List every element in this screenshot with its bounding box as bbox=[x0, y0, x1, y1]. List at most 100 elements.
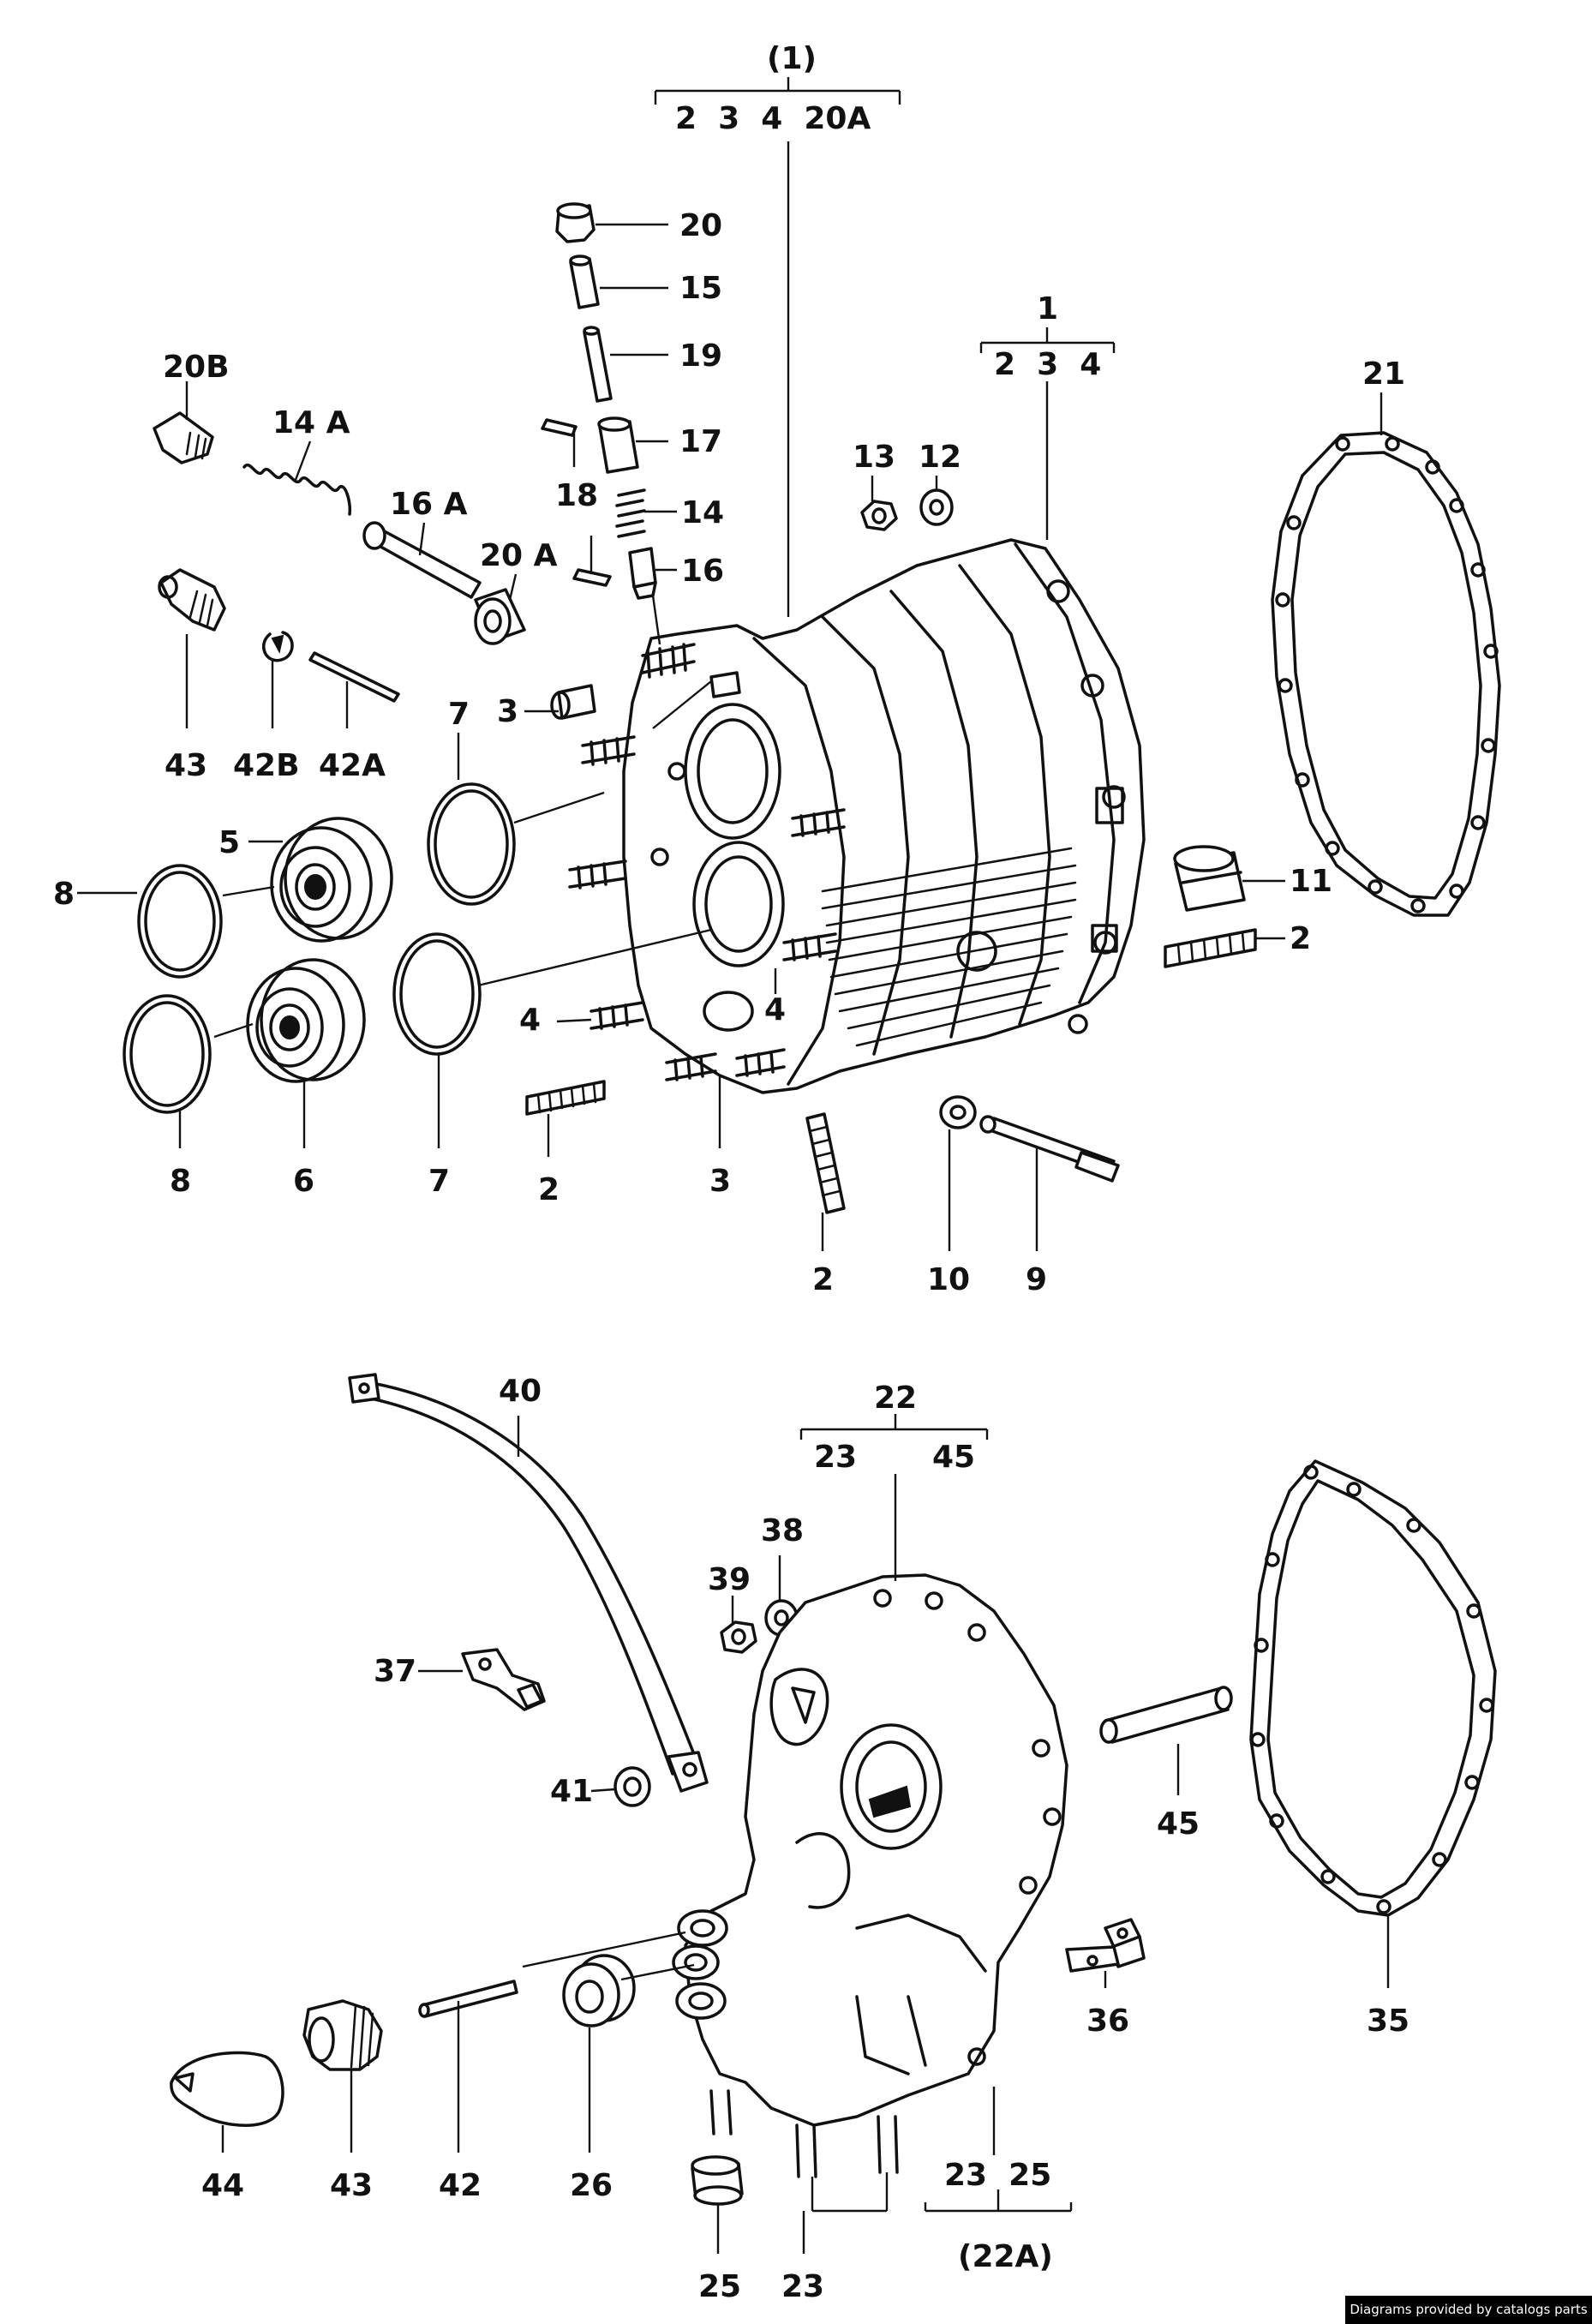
label-part-19: 19 bbox=[679, 338, 722, 374]
case-studs bbox=[568, 643, 846, 1081]
label-part-9: 9 bbox=[1026, 1262, 1047, 1297]
boot-44 bbox=[170, 2051, 284, 2127]
plug-11 bbox=[1173, 845, 1246, 912]
label-part-3-bottom: 3 bbox=[709, 1164, 731, 1199]
label-part-7-top: 7 bbox=[448, 697, 470, 732]
switch-43 bbox=[158, 568, 226, 632]
snap-ring-8 bbox=[123, 864, 223, 1114]
pin-45 bbox=[1099, 1686, 1233, 1744]
rear-housing-22 bbox=[672, 1573, 1068, 2178]
label-part-11: 11 bbox=[1290, 864, 1332, 899]
sleeve-17 bbox=[597, 416, 639, 474]
label-part-20b: 20B bbox=[163, 350, 230, 385]
label-group-22a-items: 23 25 bbox=[944, 2158, 1051, 2193]
label-part-15: 15 bbox=[679, 271, 722, 306]
label-part-4-mid: 4 bbox=[764, 992, 786, 1027]
label-group-22a: (22A) bbox=[958, 2239, 1053, 2274]
label-group-1: 1 bbox=[1037, 291, 1058, 326]
pin-42a bbox=[308, 651, 400, 703]
label-part-8-bottom: 8 bbox=[170, 1164, 191, 1199]
label-part-3-left: 3 bbox=[497, 694, 518, 729]
label-part-45: 45 bbox=[1157, 1806, 1200, 1842]
label-group-22-item-b: 45 bbox=[932, 1440, 975, 1475]
pin-42 bbox=[418, 1980, 518, 2018]
plug-20b bbox=[153, 411, 214, 464]
dowel-sleeve-3 bbox=[550, 671, 741, 720]
label-part-4-left: 4 bbox=[519, 1003, 541, 1038]
label-part-23: 23 bbox=[781, 2269, 824, 2304]
label-part-7-bottom: 7 bbox=[428, 1164, 450, 1199]
spring-14 bbox=[615, 488, 646, 538]
label-part-2-bottom: 2 bbox=[812, 1262, 834, 1297]
label-group-22: 22 bbox=[874, 1381, 917, 1416]
cap-25 bbox=[691, 2155, 744, 2206]
strap-40 bbox=[348, 1373, 709, 1793]
part-labels: (1) 2 3 4 20A 1 2 3 4 20 15 19 17 18 14 … bbox=[53, 41, 1409, 2304]
bearing-6 bbox=[246, 958, 366, 1083]
pin-16a bbox=[362, 521, 482, 599]
label-part-44: 44 bbox=[201, 2168, 244, 2203]
label-part-14: 14 bbox=[681, 495, 724, 530]
label-part-42: 42 bbox=[439, 2168, 482, 2203]
label-part-42b: 42B bbox=[233, 748, 300, 783]
label-part-14a: 14 A bbox=[272, 405, 350, 440]
gasket-21 bbox=[1271, 431, 1501, 917]
plunger-16 bbox=[628, 547, 657, 600]
label-part-5: 5 bbox=[218, 825, 240, 860]
label-part-40: 40 bbox=[499, 1374, 542, 1409]
seal-26 bbox=[562, 1954, 636, 2028]
label-part-17: 17 bbox=[679, 424, 722, 459]
pin-19 bbox=[583, 326, 613, 403]
transmission-case bbox=[622, 538, 1146, 1094]
label-part-39: 39 bbox=[708, 1562, 751, 1597]
label-part-16: 16 bbox=[681, 554, 724, 589]
bearing-5 bbox=[270, 817, 393, 943]
label-part-20a: 20 A bbox=[480, 538, 558, 573]
label-part-43-bottom: 43 bbox=[330, 2168, 373, 2203]
label-part-42a: 42A bbox=[319, 748, 386, 783]
label-part-37: 37 bbox=[374, 1654, 416, 1689]
pin-18 bbox=[541, 418, 612, 587]
label-part-2-left: 2 bbox=[538, 1172, 560, 1207]
leader-lines bbox=[77, 77, 1390, 2254]
label-part-20: 20 bbox=[679, 208, 722, 243]
clip-42b bbox=[262, 631, 294, 662]
pin-15 bbox=[569, 255, 600, 309]
label-part-6: 6 bbox=[293, 1164, 314, 1199]
label-part-10: 10 bbox=[927, 1262, 970, 1297]
label-part-21: 21 bbox=[1362, 356, 1405, 392]
shaft-9 bbox=[979, 1115, 1120, 1183]
label-group-22-item-a: 23 bbox=[814, 1440, 857, 1475]
label-part-41: 41 bbox=[550, 1774, 593, 1809]
label-part-43-top: 43 bbox=[165, 748, 207, 783]
label-part-2-right: 2 bbox=[1290, 921, 1311, 956]
label-part-18: 18 bbox=[555, 478, 598, 513]
label-part-25: 25 bbox=[698, 2269, 741, 2304]
long-stud-2 bbox=[525, 928, 1257, 1214]
gasket-35 bbox=[1249, 1459, 1497, 1917]
cap-20 bbox=[555, 202, 596, 243]
washer-10 bbox=[939, 1095, 977, 1129]
nut-39 bbox=[720, 1620, 757, 1654]
label-part-26: 26 bbox=[570, 2168, 613, 2203]
label-part-13: 13 bbox=[853, 440, 895, 475]
label-part-35: 35 bbox=[1367, 2004, 1409, 2039]
spring-14a bbox=[242, 464, 352, 516]
snap-ring-7 bbox=[392, 782, 516, 1056]
nut-13 bbox=[860, 500, 898, 531]
label-part-12: 12 bbox=[919, 440, 961, 475]
sleeve-20a bbox=[474, 588, 526, 645]
bracket-36 bbox=[1065, 1918, 1146, 1973]
label-group-1-top: (1) bbox=[767, 41, 817, 76]
washer-12 bbox=[919, 488, 954, 526]
label-group-1-items: 2 3 4 bbox=[994, 347, 1101, 382]
label-part-36: 36 bbox=[1086, 2004, 1129, 2039]
label-part-8-top: 8 bbox=[53, 877, 75, 912]
bracket-37 bbox=[461, 1648, 546, 1711]
label-group-1-top-items: 2 3 4 20A bbox=[675, 101, 871, 136]
label-part-16a: 16 A bbox=[390, 487, 468, 522]
credit-badge: Diagrams provided by catalogs parts bbox=[1345, 2296, 1592, 2324]
washer-41 bbox=[613, 1766, 651, 1807]
switch-43b bbox=[302, 1999, 383, 2071]
